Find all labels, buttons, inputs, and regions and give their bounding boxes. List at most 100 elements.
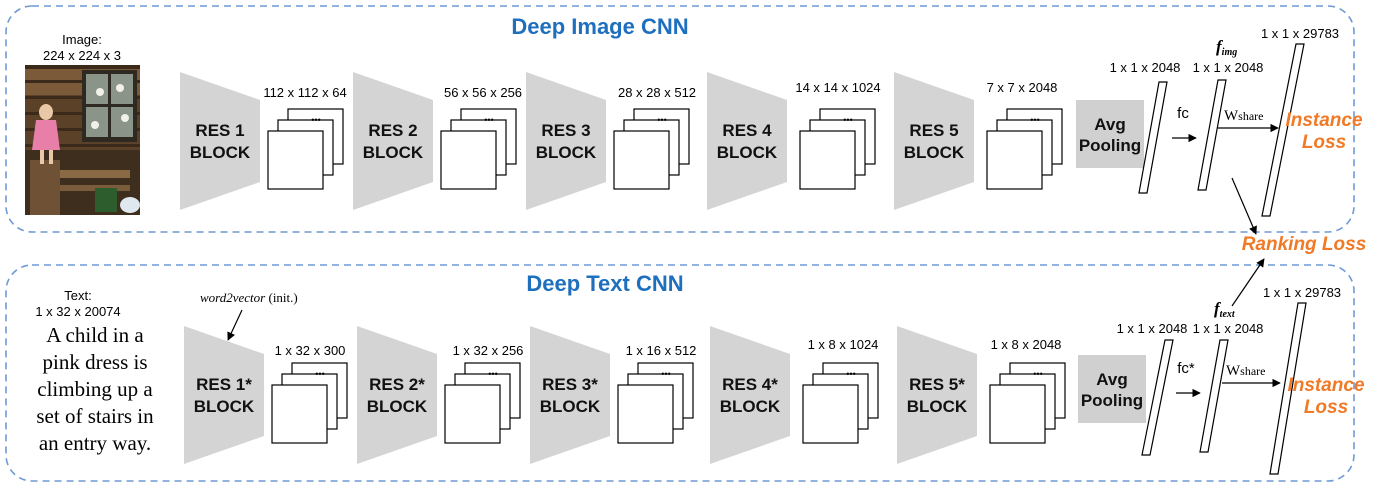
word2vector-arrow (227, 309, 243, 341)
txt-res-3-label: RES 3* (542, 375, 598, 394)
txt-res-block-1 (184, 326, 264, 464)
img-feature-stack-5 (986, 108, 1063, 190)
txt-instance-loss-1: Instance (1287, 375, 1365, 396)
img-avg-pooling-box (1076, 100, 1144, 168)
img-dims-1: 112 x 112 x 64 (263, 85, 346, 100)
txt-stack-3-dots: ••• (661, 369, 670, 379)
txt-stack-5-dots: ••• (1033, 369, 1042, 379)
img-res-2-label: RES 2 (368, 121, 417, 140)
txt-res-block-4 (710, 326, 790, 464)
txt-res-1-label-2: BLOCK (194, 397, 255, 416)
txt-pool-vector (1141, 339, 1174, 456)
txt-res-block-5 (897, 326, 977, 464)
txt-instance-loss-2: Loss (1304, 397, 1348, 418)
txt-pool-label-1: Avg (1096, 370, 1128, 389)
img-output-dims: 1 x 1 x 29783 (1261, 26, 1339, 41)
text-input-label: Text: (64, 288, 91, 303)
img-stack-2-dots: ••• (484, 115, 493, 125)
txt-output-vector (1269, 302, 1307, 475)
img-feature-stack-3 (613, 108, 690, 190)
txt-dims-3: 1 x 16 x 512 (626, 343, 697, 358)
img-dims-4: 14 x 14 x 1024 (795, 80, 880, 95)
sentence-line-4: set of stairs in (36, 404, 154, 428)
img-feature-stack-4 (799, 108, 876, 190)
image-branch-frame (5, 5, 1355, 233)
img-feature-name: fimg (1216, 37, 1237, 58)
img-stack-1-dots: ••• (311, 115, 320, 125)
img-instance-loss-2: Loss (1302, 132, 1346, 153)
img-pool-dims: 1 x 1 x 2048 (1110, 60, 1181, 75)
txt-feature-name: ftext (1214, 299, 1236, 320)
txt-res-1-label: RES 1* (196, 375, 252, 394)
img-res-3-label-2: BLOCK (536, 143, 597, 162)
img-stack-5-dots: ••• (1030, 115, 1039, 125)
image-branch-title: Deep Image CNN (511, 14, 688, 39)
txt-stack-4-dots: ••• (846, 369, 855, 379)
sentence-line-5: an entry way. (39, 431, 151, 455)
image-input-dims: 224 x 224 x 3 (43, 48, 121, 63)
txt-wshare-label: Wshare (1226, 363, 1266, 379)
txt-pool-label-2: Pooling (1081, 391, 1143, 410)
txt-stack-1-dots: ••• (315, 369, 324, 379)
txt-feature-stack-4 (802, 362, 879, 444)
img-instance-loss-1: Instance (1285, 110, 1363, 131)
img-res-5-label-2: BLOCK (904, 143, 965, 162)
txt-res-4-label: RES 4* (722, 375, 778, 394)
txt-res-2-label-2: BLOCK (367, 397, 428, 416)
txt-feature-stack-1 (271, 362, 348, 444)
ranking-loss-label: Ranking Loss (1242, 234, 1367, 255)
img-pool-label-2: Pooling (1079, 136, 1141, 155)
img-dims-5: 7 x 7 x 2048 (987, 80, 1058, 95)
txt-res-block-3 (530, 326, 610, 464)
txt-res-block-2 (357, 326, 437, 464)
sentence-line-2: pink dress is (43, 350, 148, 374)
img-res-3-label: RES 3 (541, 121, 590, 140)
img-res-block-5 (894, 72, 974, 210)
txt-res-5-label: RES 5* (909, 375, 965, 394)
img-res-4-label: RES 4 (722, 121, 772, 140)
img-feature-stack-1 (267, 108, 344, 190)
img-res-2-label-2: BLOCK (363, 143, 424, 162)
img-res-1-label-2: BLOCK (190, 143, 251, 162)
txt-res-4-label-2: BLOCK (720, 397, 781, 416)
txt-feature-vector (1199, 339, 1229, 453)
img-dims-3: 28 x 28 x 512 (618, 85, 696, 100)
image-input-label: Image: (62, 32, 102, 47)
txt-feature-stack-5 (989, 362, 1066, 444)
img-res-block-3 (526, 72, 606, 210)
txt-feature-dims: 1 x 1 x 2048 (1193, 321, 1264, 336)
img-feature-dims: 1 x 1 x 2048 (1193, 60, 1264, 75)
ranking-arrow-from-text (1231, 258, 1265, 307)
word2vector-label: word2vector (init.) (200, 290, 298, 305)
img-pool-vector (1138, 81, 1168, 194)
ranking-arrow-from-image (1231, 177, 1257, 235)
img-stack-3-dots: ••• (657, 115, 666, 125)
img-feature-stack-2 (440, 108, 517, 190)
img-res-block-1 (180, 72, 260, 210)
img-dims-2: 56 x 56 x 256 (444, 85, 522, 100)
text-branch-frame (5, 264, 1355, 482)
img-output-vector (1261, 43, 1305, 217)
img-res-4-label-2: BLOCK (717, 143, 778, 162)
txt-res-2-label: RES 2* (369, 375, 425, 394)
txt-feature-stack-3 (617, 362, 694, 444)
txt-dims-4: 1 x 8 x 1024 (808, 337, 879, 352)
txt-output-dims: 1 x 1 x 29783 (1263, 285, 1341, 300)
text-branch-title: Deep Text CNN (526, 271, 683, 296)
txt-res-5-label-2: BLOCK (907, 397, 968, 416)
sentence-line-3: climbing up a (37, 377, 153, 401)
img-wshare-label: Wshare (1224, 108, 1264, 124)
text-input-dims: 1 x 32 x 20074 (35, 304, 120, 319)
img-pool-label-1: Avg (1094, 115, 1126, 134)
txt-fc-label: fc* (1177, 360, 1195, 377)
img-res-block-2 (353, 72, 433, 210)
txt-feature-stack-2 (444, 362, 521, 444)
img-res-5-label: RES 5 (909, 121, 958, 140)
txt-dims-2: 1 x 32 x 256 (453, 343, 524, 358)
input-photo (25, 65, 140, 215)
txt-dims-1: 1 x 32 x 300 (275, 343, 346, 358)
img-res-block-4 (707, 72, 787, 210)
txt-avg-pooling-box (1078, 355, 1146, 423)
img-feature-vector (1197, 79, 1227, 191)
